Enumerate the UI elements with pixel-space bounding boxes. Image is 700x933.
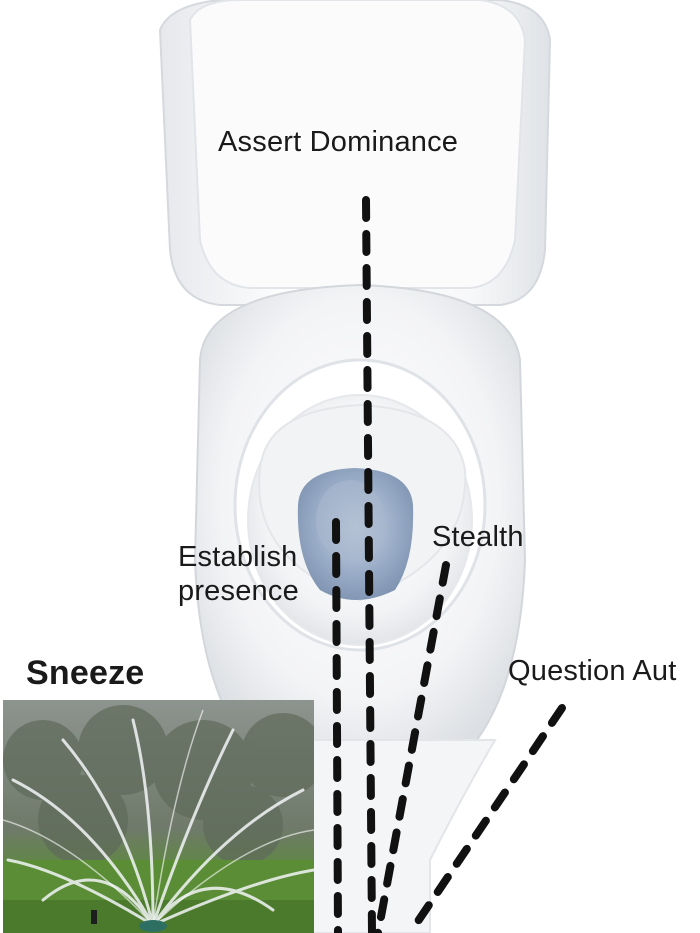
trajectory-lines — [332, 196, 566, 933]
trajectory-establish-presence — [332, 518, 342, 933]
trajectory-assert-dominance — [362, 196, 376, 933]
trajectory-stealth — [374, 561, 450, 933]
label-sneeze: Sneeze — [26, 654, 145, 692]
sprinkler-photo — [3, 700, 314, 933]
trajectory-question-authority — [406, 704, 566, 933]
label-assert-dominance: Assert Dominance — [218, 126, 459, 158]
toilet-water — [297, 468, 414, 600]
label-establish-presence: Establish presence — [178, 541, 299, 607]
label-stealth: Stealth — [432, 521, 524, 553]
toilet-lid — [158, 0, 552, 306]
label-question-authority: Question Aut — [508, 655, 677, 687]
